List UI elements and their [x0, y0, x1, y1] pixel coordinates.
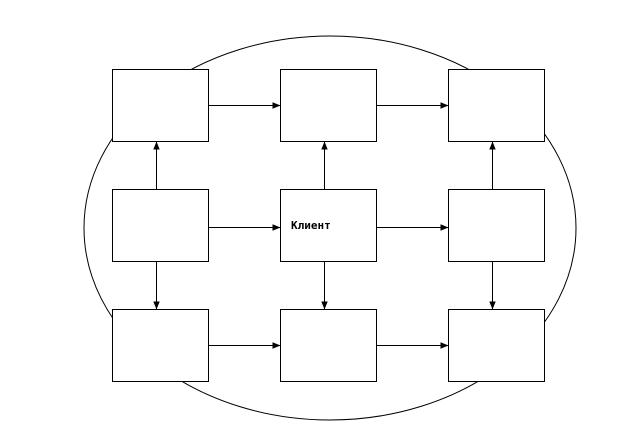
node-n31: [112, 309, 209, 382]
node-box: [112, 309, 209, 382]
node-box: [448, 69, 545, 142]
node-n21: [112, 189, 209, 262]
nodes-layer: Клиент: [112, 69, 545, 382]
node-n32: [280, 309, 377, 382]
node-n23: [448, 189, 545, 262]
edges-layer: [153, 102, 496, 349]
node-n12: [280, 69, 377, 142]
node-n33: [448, 309, 545, 382]
node-box: [448, 309, 545, 382]
node-box: [280, 69, 377, 142]
node-box: [112, 69, 209, 142]
enclosing-ellipse: [83, 35, 577, 421]
node-n13: [448, 69, 545, 142]
node-label: Клиент: [291, 219, 331, 232]
node-n22: Клиент: [280, 189, 377, 262]
node-box: [448, 189, 545, 262]
node-box: [280, 189, 377, 262]
node-n11: [112, 69, 209, 142]
node-box: [112, 189, 209, 262]
node-box: [280, 309, 377, 382]
